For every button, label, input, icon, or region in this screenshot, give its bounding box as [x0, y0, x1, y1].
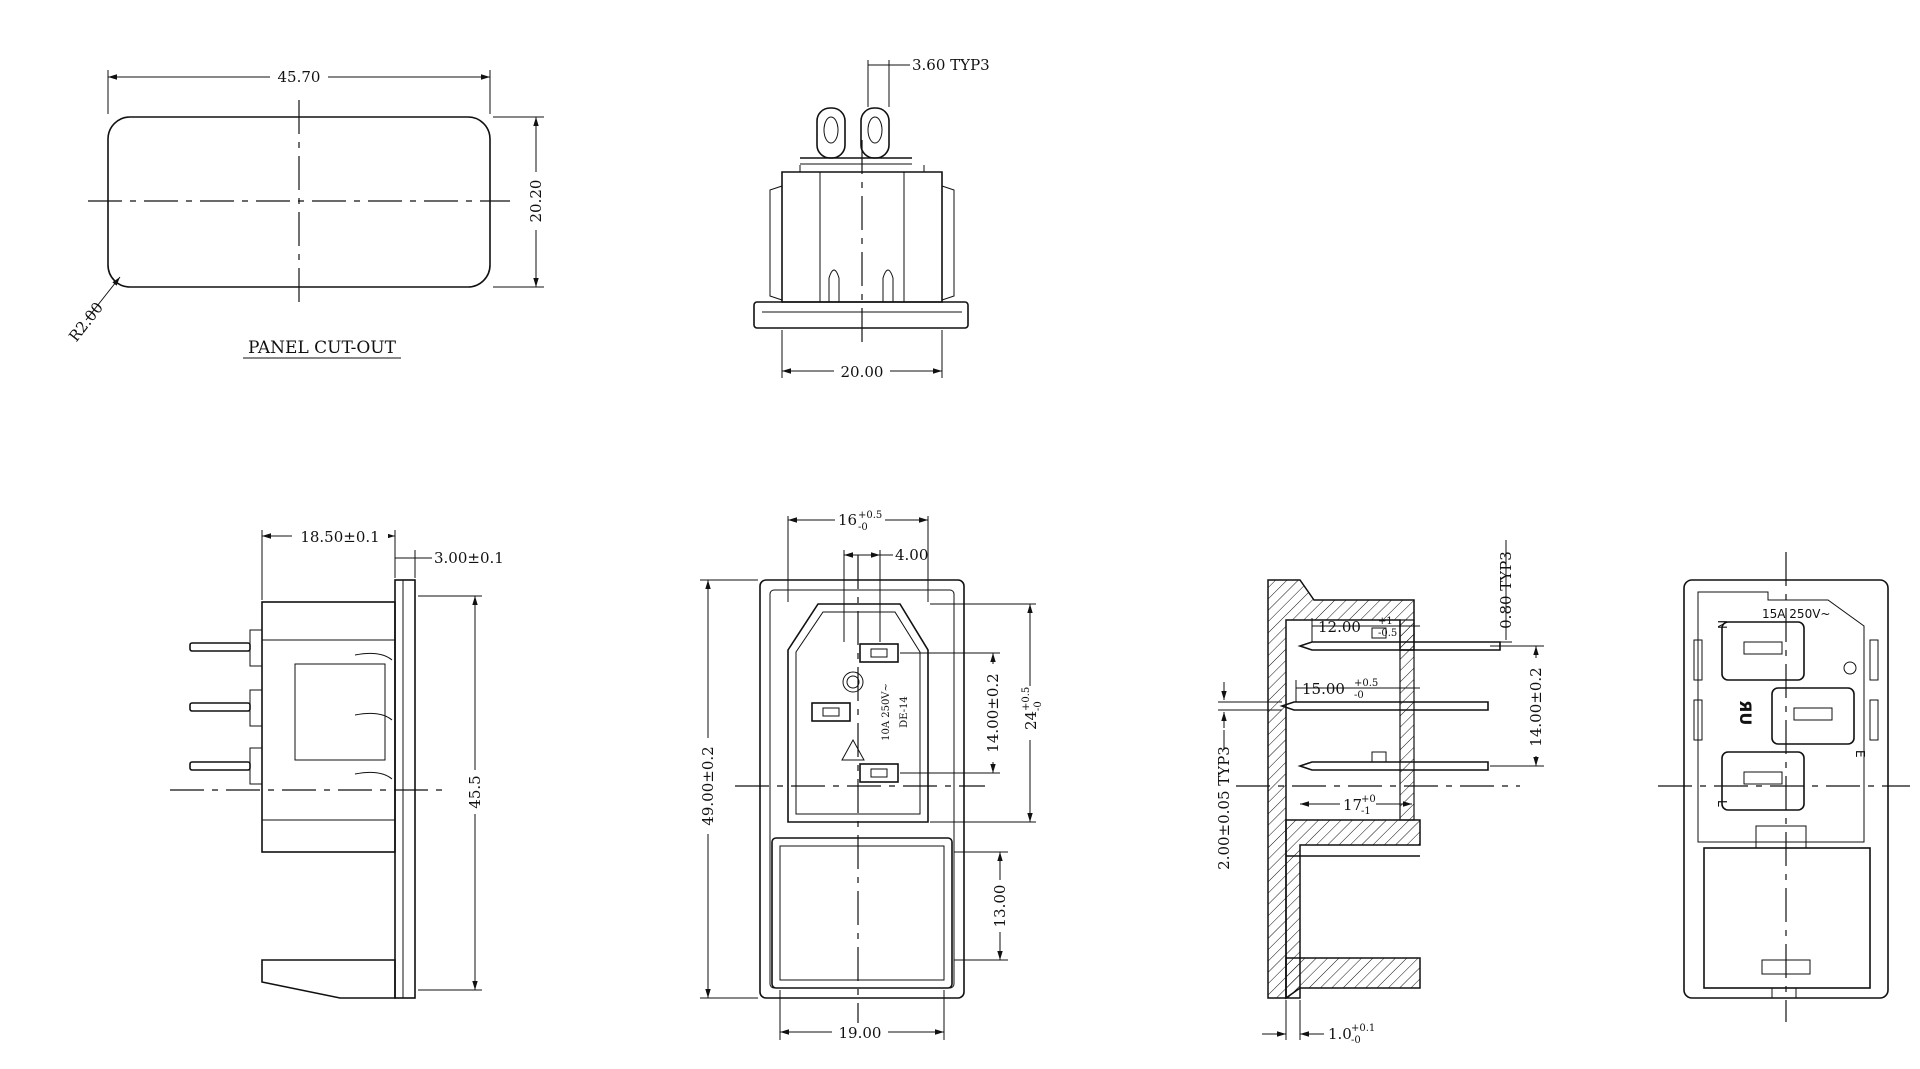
front-view: 10A 250V~ DE-14 16 +0.5 -0 4.00 49.00±0.…: [699, 507, 1044, 1042]
front-marking-model: DE-14: [899, 696, 910, 728]
section-len2-label: 15.00: [1302, 680, 1345, 698]
side-window: [294, 663, 386, 761]
top-pin-right: [860, 107, 890, 159]
ccc-mark-icon: [842, 671, 864, 693]
ground-symbol-icon: [1843, 661, 1857, 675]
front-inlet-width-label: 16: [838, 511, 857, 529]
front-switch-width-label: 19.00: [839, 1024, 882, 1042]
front-switch: [771, 837, 953, 989]
rear-view: 15A 250V~ N E L ЯU: [1658, 552, 1910, 1022]
side-latch: [261, 959, 396, 999]
front-pin-l: [859, 763, 899, 783]
section-pin-thickness-label: 0.80 TYP3: [1497, 551, 1515, 629]
section-wall-label: 1.0: [1328, 1025, 1352, 1043]
rear-pin-n: [1721, 621, 1805, 681]
section-len3-tol-up: +0: [1361, 794, 1376, 805]
section-len1-tol-up: +1: [1378, 616, 1393, 627]
section-view: 12.00 +1 -0.5 15.00 +0.5 -0 17 +0 -1 0.8…: [1215, 540, 1545, 1046]
side-depth-label: 18.50±0.1: [300, 528, 379, 546]
section-len3-tol-low: -1: [1361, 806, 1371, 817]
rear-pin-e: [1771, 687, 1855, 745]
front-inlet-width-tol-low: -0: [858, 522, 868, 533]
section-pin-width-label: 2.00±0.05 TYP3: [1215, 746, 1233, 870]
rear-label-e: E: [1853, 750, 1867, 758]
side-pin-3: [189, 761, 251, 771]
section-len1-tol-low: -0.5: [1378, 628, 1397, 639]
side-body: [261, 601, 396, 853]
cert-triangle-icon: [841, 738, 865, 761]
section-pin-span-label: 14.00±0.2: [1527, 667, 1545, 746]
rear-rating-label: 15A 250V~: [1762, 607, 1830, 621]
section-wall-tol-up: +0.1: [1351, 1023, 1375, 1034]
front-pin-n: [859, 643, 899, 663]
cutout-width-label: 45.70: [278, 68, 321, 86]
ul-mark-icon: ЯU: [1736, 700, 1755, 725]
side-view: 18.50±0.1 3.00±0.1 45.5: [170, 527, 504, 999]
top-pitch-label: 3.60 TYP3: [912, 56, 990, 74]
front-inlet-height-tol-up: +0.5: [1021, 687, 1032, 711]
section-len2-tol-up: +0.5: [1354, 678, 1378, 689]
top-flange: [753, 301, 969, 329]
side-pin-1: [189, 642, 251, 652]
side-flange-label: 3.00±0.1: [434, 549, 504, 567]
rear-label-n: N: [1715, 620, 1729, 629]
front-pin-e: [811, 702, 851, 722]
top-view: 3.60 TYP3 20.00: [753, 56, 990, 381]
rear-switch: [1703, 847, 1871, 989]
front-pin-span-label: 14.00±0.2: [984, 673, 1002, 752]
front-switch-height-label: 13.00: [991, 885, 1009, 928]
section-pin-2: [1279, 701, 1489, 711]
panel-cutout-view: 45.70 20.20 R2.00 PANEL CUT-OUT: [65, 67, 545, 359]
section-len2-tol-low: -0: [1354, 690, 1364, 701]
top-pin-left: [816, 107, 846, 159]
side-height-label: 45.5: [466, 775, 484, 808]
section-len1-label: 12.00: [1318, 618, 1361, 636]
top-width-label: 20.00: [841, 363, 884, 381]
front-marking-rating: 10A 250V~: [881, 683, 892, 741]
rear-pin-l: [1721, 751, 1805, 811]
rear-label-l: L: [1715, 800, 1729, 807]
section-wall-tol-low: -0: [1351, 1035, 1361, 1046]
front-inlet: [787, 603, 929, 823]
side-flange: [394, 579, 416, 999]
section-len3-label: 17: [1343, 796, 1362, 814]
cutout-height-label: 20.20: [527, 180, 545, 223]
front-inlet-width-tol-up: +0.5: [858, 510, 882, 521]
side-pin-2: [189, 702, 251, 712]
front-height-label: 49.00±0.2: [699, 746, 717, 825]
section-pin-3: [1297, 761, 1489, 771]
front-outline: [759, 579, 965, 999]
cutout-title: PANEL CUT-OUT: [248, 338, 397, 358]
front-inlet-height-tol-low: -0: [1033, 701, 1044, 711]
front-inlet-height-label: 24: [1022, 711, 1040, 730]
front-pin-offset-label: 4.00: [895, 546, 928, 564]
cutout-radius-label: R2.00: [65, 299, 107, 345]
